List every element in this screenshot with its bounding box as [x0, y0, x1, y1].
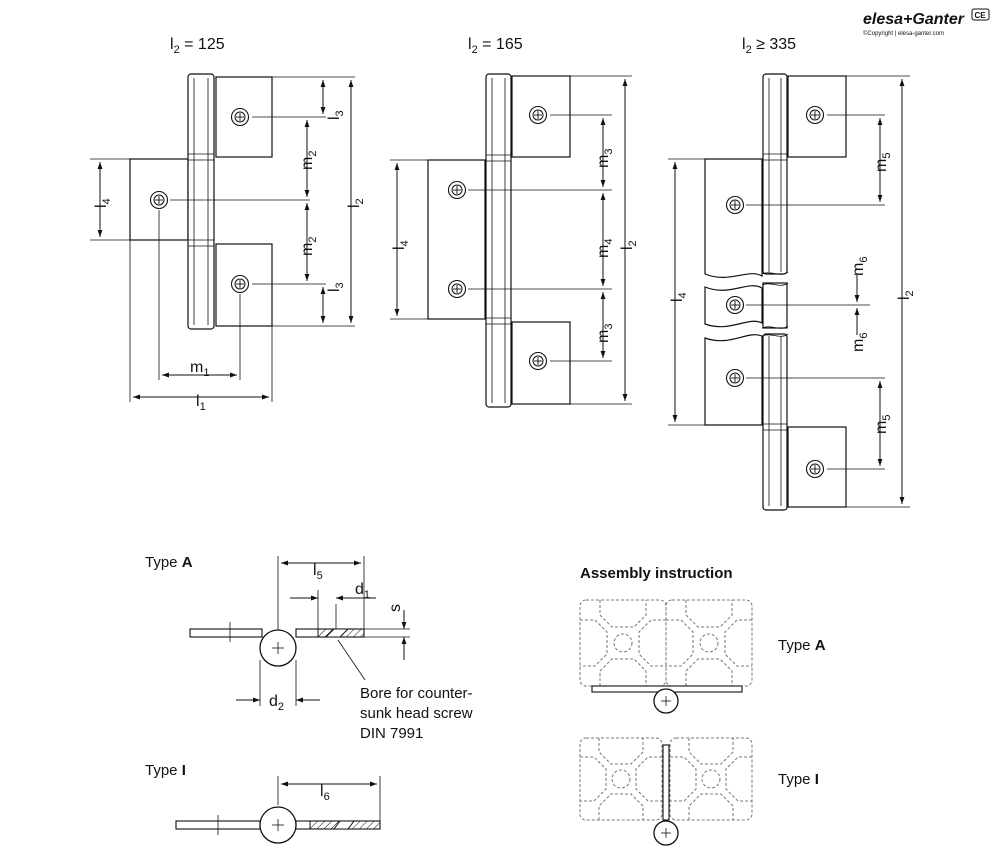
section-type-i: Type I l6	[145, 762, 381, 844]
dim-l1: l1	[196, 393, 206, 413]
dim-l2: l2	[619, 240, 639, 250]
dim-l6: l6	[320, 783, 330, 803]
screw-hole-icon	[805, 459, 825, 479]
screw-hole-icon	[149, 190, 169, 210]
dim-m2: m2	[299, 237, 319, 256]
screw-hole-icon	[447, 180, 467, 200]
screw-hole-icon	[528, 105, 548, 125]
hinge-view-165: l2 = 165 l4 m3 m4 m3 l2	[390, 36, 639, 408]
section-type-a-label: Type A	[145, 554, 193, 571]
hinge-pin	[762, 282, 788, 329]
dim-l4: l4	[391, 240, 411, 250]
assembly-heading: Assembly instruction	[580, 565, 733, 582]
screw-hole-icon	[805, 105, 825, 125]
screw-hole-icon	[230, 274, 250, 294]
section-type-i-label: Type I	[145, 762, 186, 779]
hinge-view-335: l2 ≥ 335	[668, 36, 916, 511]
screw-hole-icon	[230, 107, 250, 127]
aluminium-profile-type-a	[579, 599, 753, 687]
dim-d2: d2	[269, 693, 284, 713]
dim-l2: l2	[896, 290, 916, 300]
dim-l4: l4	[93, 198, 113, 208]
ce-mark: CE	[975, 11, 987, 20]
assembly-instruction: Assembly instruction Type A	[579, 565, 826, 846]
assembly-type-a-label: Type A	[778, 637, 826, 654]
dim-m1: m1	[190, 359, 209, 379]
bore-note-line1: Bore for counter-	[360, 685, 473, 702]
aluminium-profile-type-i	[579, 737, 753, 821]
view-335-title: l2 ≥ 335	[742, 36, 796, 56]
hinge-pin	[762, 333, 788, 511]
bore-note-line2: sunk head screw	[360, 705, 473, 722]
screw-hole-icon	[528, 351, 548, 371]
brand-logo: elesa+Ganter ©Copyright | elesa-ganter.c…	[863, 8, 990, 37]
dim-m5: m5	[873, 153, 893, 172]
dim-s: s	[387, 604, 404, 612]
brand-name: elesa+Ganter	[863, 11, 965, 28]
screw-hole-icon	[725, 295, 745, 315]
dim-m3: m3	[595, 324, 615, 343]
dim-m6: m6	[850, 333, 870, 352]
assembly-type-i-label: Type I	[778, 771, 819, 788]
brand-copyright: ©Copyright | elesa-ganter.com	[863, 30, 944, 37]
view-125-title: l2 = 125	[170, 36, 225, 56]
hinge-pin	[762, 73, 788, 275]
dim-m6: m6	[850, 257, 870, 276]
dim-l3: l3	[326, 110, 346, 120]
dim-m2: m2	[299, 151, 319, 170]
dim-l2: l2	[346, 198, 366, 208]
screw-hole-icon	[447, 279, 467, 299]
hinge-pin	[187, 73, 215, 330]
hinge-view-125: l2 = 125 l4 m2	[90, 36, 366, 413]
screw-hole-icon	[725, 195, 745, 215]
view-165-title: l2 = 165	[468, 36, 523, 56]
dim-l5: l5	[313, 562, 323, 582]
section-type-a: Type A l5 d1 s d2 Bore for counter- sunk	[145, 554, 473, 742]
ce-mark-frame	[971, 8, 990, 21]
screw-hole-icon	[725, 368, 745, 388]
dim-m5: m5	[873, 415, 893, 434]
hinge-pin	[485, 73, 512, 408]
dim-m3: m3	[595, 149, 615, 168]
dim-l3: l3	[326, 282, 346, 292]
leaf-middle-upper	[704, 158, 763, 278]
dim-d1: d1	[355, 581, 370, 601]
dim-m4: m4	[595, 239, 615, 258]
dim-l4: l4	[669, 292, 689, 302]
bore-note-line3: DIN 7991	[360, 725, 423, 742]
